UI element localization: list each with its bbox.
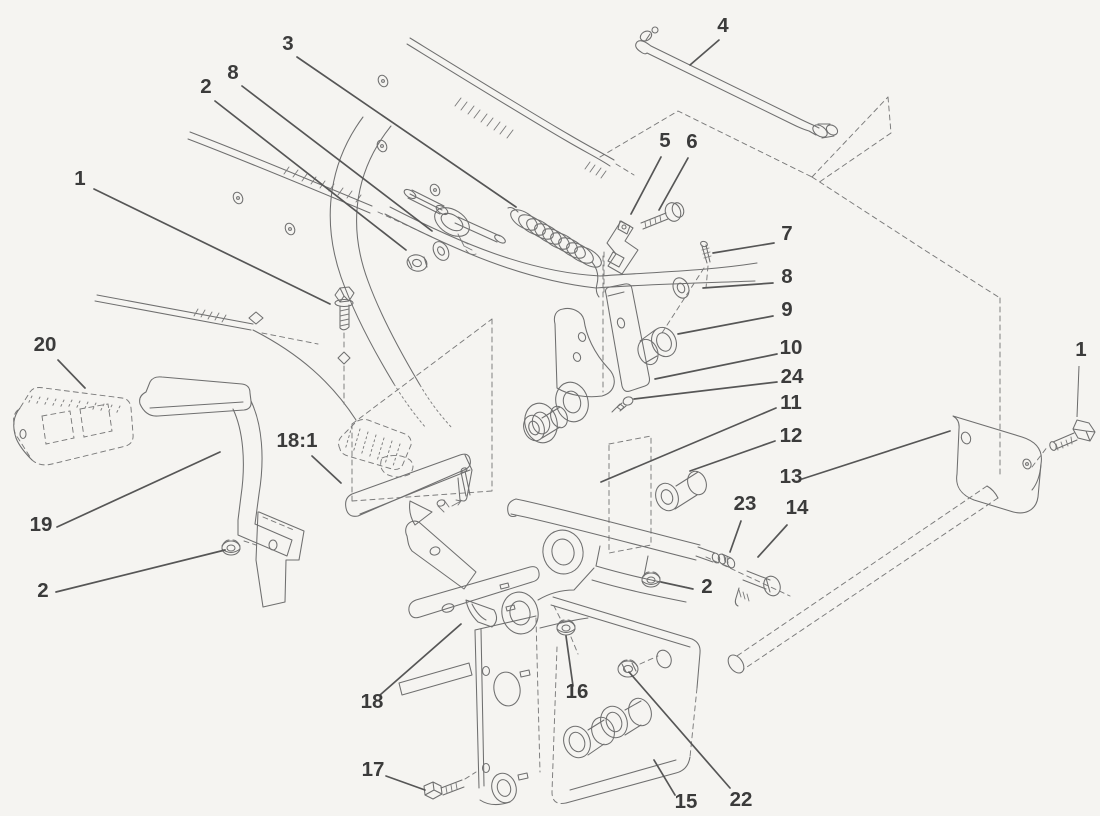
- part-12-bushings: [523, 405, 707, 512]
- part-9-bushing: [637, 326, 677, 366]
- part-22-sleeves: [563, 697, 652, 759]
- callout-4: 4: [717, 14, 729, 37]
- callout-1-topleft: 1: [74, 167, 85, 190]
- callout-3: 3: [282, 32, 293, 55]
- callout-10: 10: [780, 336, 803, 359]
- callout-9: 9: [781, 298, 792, 321]
- callout-1-right: 1: [1075, 338, 1086, 361]
- callout-24: 24: [781, 365, 804, 388]
- part-11-pivot-bracket: [501, 498, 721, 635]
- callout-8-right: 8: [781, 265, 792, 288]
- callout-6: 6: [686, 130, 697, 153]
- part-7-screw: [700, 240, 712, 289]
- part-14-bolt: [705, 556, 791, 607]
- callout-18-1: 18:1: [276, 429, 317, 452]
- callout-22: 22: [730, 788, 753, 811]
- callout-23: 23: [734, 492, 757, 515]
- part-17-bolt: [423, 771, 477, 800]
- part-18-1-pedal: [338, 418, 473, 526]
- callout-7: 7: [781, 222, 792, 245]
- phantom-lines: [351, 96, 1001, 554]
- leader-1-right: [1076, 365, 1080, 418]
- callout-2-mid: 2: [701, 575, 712, 598]
- frame-and-cables: [94, 37, 758, 429]
- callout-5: 5: [659, 129, 670, 152]
- pivot-arm: [524, 308, 615, 444]
- callout-labels: 3 8 2 1 4 5 6 7 8 9 10 24 11 12 13 1 23 …: [30, 14, 1087, 813]
- part-22-nut: [617, 655, 659, 678]
- part-10-plate: [604, 283, 651, 392]
- part-18-bracket: [398, 520, 541, 806]
- callout-16: 16: [566, 680, 589, 703]
- part-6-bolt: [640, 202, 685, 230]
- callout-17: 17: [362, 758, 385, 781]
- callout-20: 20: [34, 333, 57, 356]
- part-5-bracket: [603, 220, 639, 293]
- callout-19: 19: [30, 513, 53, 536]
- part-1-bolt-left: [334, 286, 355, 405]
- part-19-pedal-lever: [139, 376, 305, 608]
- part-15-frame: [550, 596, 701, 804]
- callout-14: 14: [786, 496, 809, 519]
- part-2-nut-mid: [641, 571, 661, 588]
- callout-12: 12: [780, 424, 803, 447]
- part-8-washer-top: [432, 241, 450, 261]
- callout-18: 18: [361, 690, 384, 713]
- callout-15: 15: [675, 790, 698, 813]
- callout-2-top: 2: [200, 75, 211, 98]
- leader-lines: [55, 39, 951, 796]
- callout-13: 13: [780, 465, 803, 488]
- callout-11: 11: [780, 391, 802, 414]
- part-3-cable-assembly: [403, 188, 602, 298]
- part-13-bracket-rod: [727, 415, 1049, 674]
- part-2-nut-top: [406, 254, 428, 272]
- part-16-nut: [551, 601, 579, 655]
- part-1-bolt-right: [1049, 365, 1096, 451]
- part-8-washer-right: [659, 267, 705, 337]
- callout-8-top: 8: [227, 61, 238, 84]
- part-24-bolt: [611, 396, 634, 413]
- spring-coil: [507, 206, 602, 298]
- part-4-rod: [635, 26, 839, 139]
- callout-2-left: 2: [37, 579, 48, 602]
- part-20-pad: [13, 387, 134, 466]
- part-2-nut-left: [221, 539, 241, 556]
